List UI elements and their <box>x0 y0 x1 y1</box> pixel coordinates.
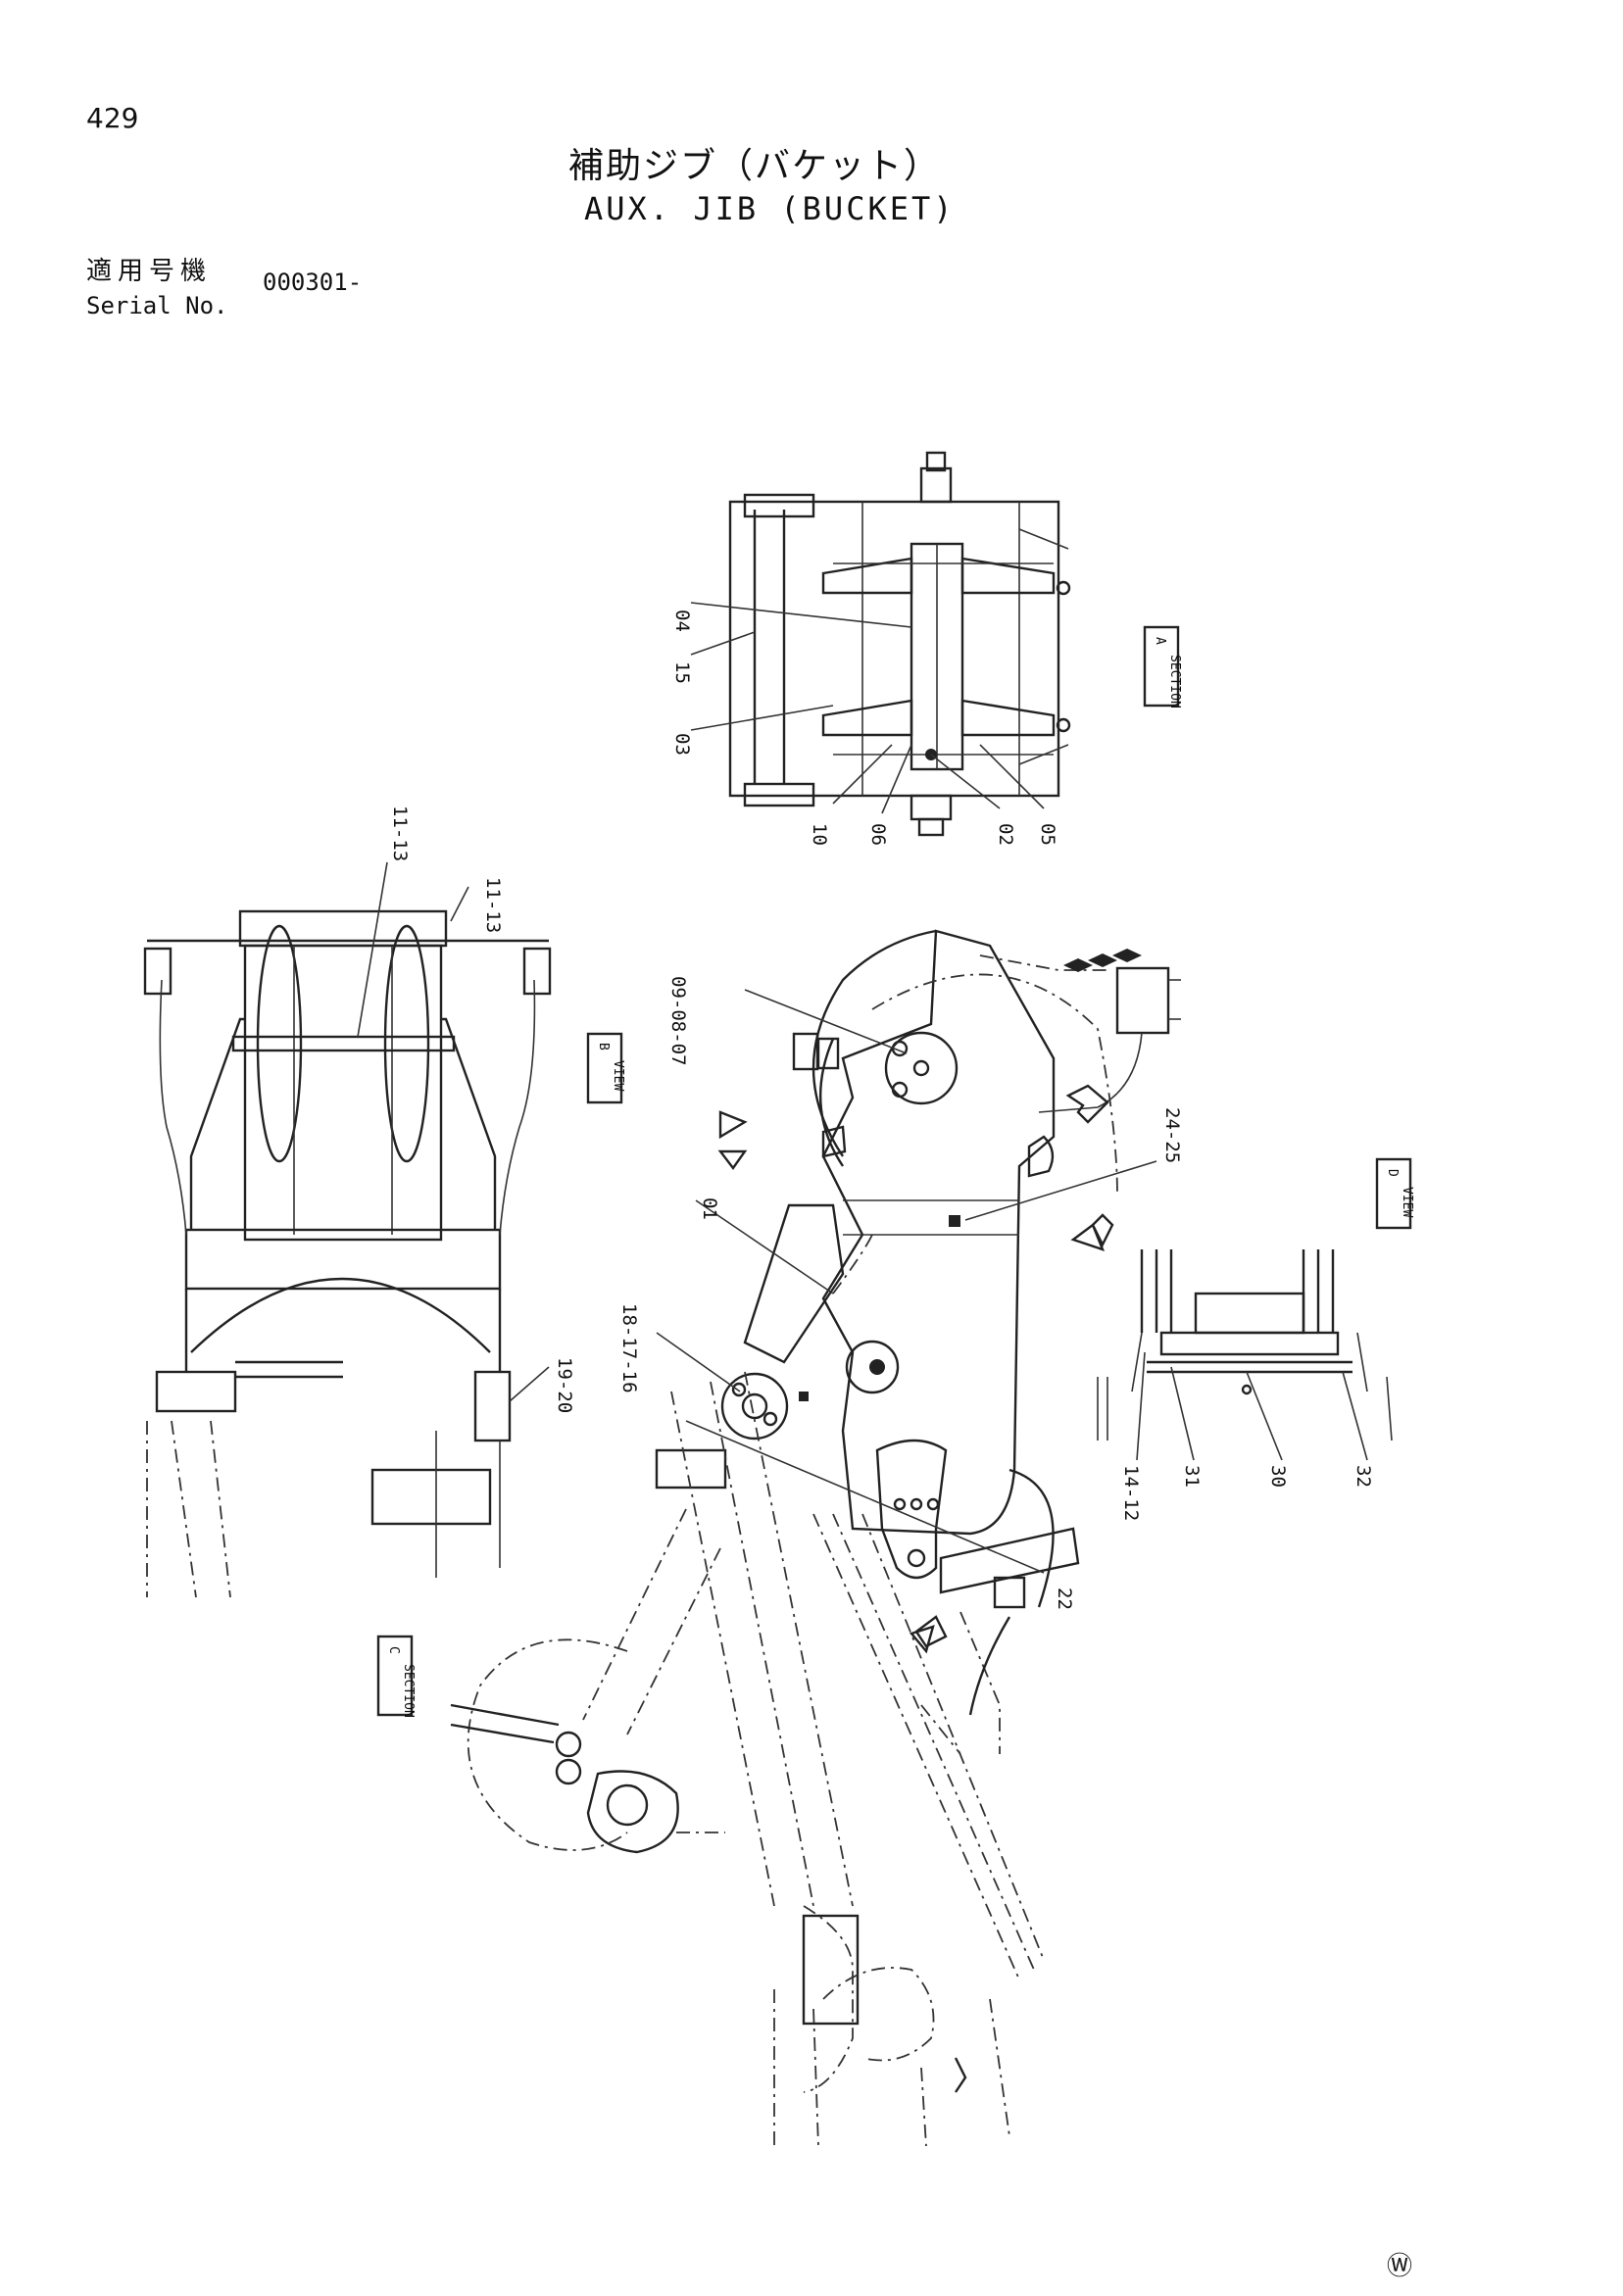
section-c-label: C SECTION <box>376 1635 416 1718</box>
svg-text:B: B <box>596 1043 611 1050</box>
callout-30: 30 <box>1267 1465 1289 1488</box>
view-b-label: B VIEW <box>586 1032 625 1104</box>
page-title-japanese: 補助ジブ（バケット） <box>568 146 942 186</box>
page-number: 429 <box>86 102 139 134</box>
serial-number-value: 000301- <box>263 269 363 296</box>
callout-32: 32 <box>1352 1465 1374 1488</box>
callout-22: 22 <box>1054 1588 1075 1610</box>
view-b-leaders <box>357 861 550 1402</box>
serial-label-english: Serial No. <box>86 292 228 319</box>
section-a-callouts: 04 15 03 10 06 02 05 <box>671 610 1058 846</box>
view-direction-arrows <box>717 1149 1106 1654</box>
callout-02: 02 <box>995 823 1016 846</box>
svg-text:C: C <box>386 1646 401 1654</box>
view-b-callouts: 11-13 11-13 19-20 <box>389 806 575 1413</box>
section-a-label: A SECTION <box>1143 625 1182 708</box>
view-d-label: D VIEW <box>1375 1157 1414 1230</box>
svg-text:VIEW: VIEW <box>1400 1187 1414 1217</box>
svg-text:VIEW: VIEW <box>611 1060 625 1091</box>
callout-15: 15 <box>671 661 693 684</box>
main-assembly-callouts: 09-08-07 01 18-17-16 22 24-25 <box>618 976 1183 1610</box>
svg-text:D: D <box>1385 1169 1400 1177</box>
callout-19-20: 19-20 <box>554 1357 575 1413</box>
svg-text:A: A <box>1153 637 1167 645</box>
section-a-drawing <box>728 451 1071 837</box>
main-jib-assembly <box>450 929 1181 2147</box>
callout-06: 06 <box>867 823 889 846</box>
callout-31: 31 <box>1181 1465 1203 1488</box>
view-d-callouts: 14-12 31 30 32 <box>1120 1465 1374 1521</box>
callout-01: 01 <box>699 1197 720 1220</box>
view-d-drawing <box>1097 1249 1393 1441</box>
serial-label-japanese: 適用号機 <box>86 257 213 286</box>
callout-10: 10 <box>809 823 830 846</box>
callout-18-17-16: 18-17-16 <box>618 1303 640 1393</box>
view-d-leaders <box>1136 1351 1368 1461</box>
callout-11-13-right: 11-13 <box>482 877 504 933</box>
callout-09-08-07: 09-08-07 <box>667 976 689 1066</box>
svg-text:SECTION: SECTION <box>401 1664 416 1718</box>
view-b-drawing <box>143 909 552 1598</box>
page-title-english: AUX. JIB (BUCKET) <box>584 190 956 227</box>
svg-text:SECTION: SECTION <box>1167 655 1182 708</box>
callout-24-25: 24-25 <box>1161 1107 1183 1163</box>
callout-11-13-top: 11-13 <box>389 806 411 861</box>
copyright-mark: Ⓦ <box>1387 2252 1413 2281</box>
callout-03: 03 <box>671 733 693 756</box>
callout-04: 04 <box>671 610 693 632</box>
callout-05: 05 <box>1037 823 1058 846</box>
section-a-leaders <box>690 602 1045 814</box>
main-assembly-leaders <box>656 989 1157 1574</box>
callout-14-12: 14-12 <box>1120 1465 1142 1521</box>
